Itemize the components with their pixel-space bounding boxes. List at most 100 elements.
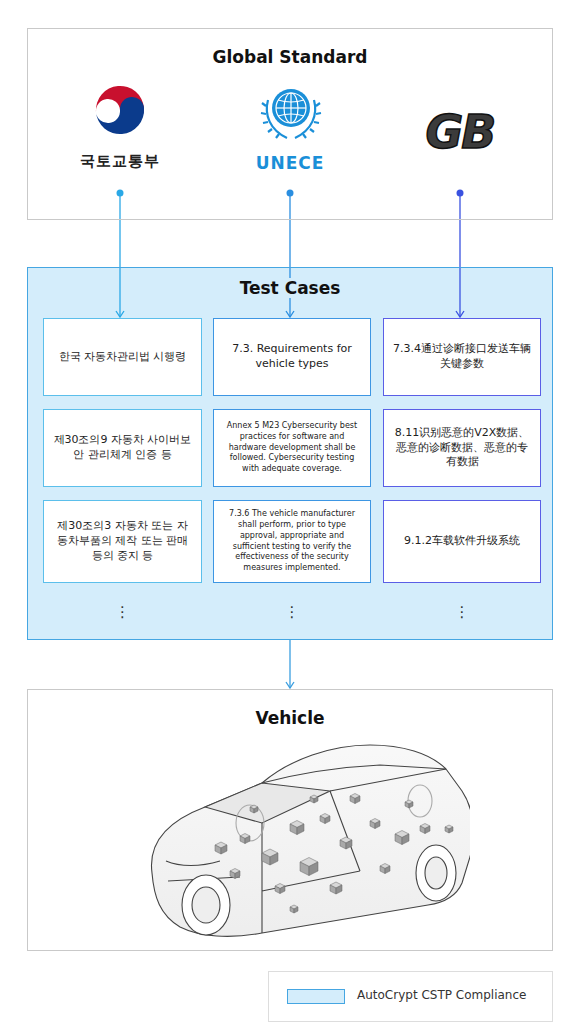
vehicle-panel: Vehicle [27, 689, 553, 951]
module-cube [250, 805, 258, 813]
cube-face [235, 871, 240, 879]
cube-face [310, 797, 314, 803]
module-cube [290, 821, 304, 835]
test-case-box: 제30조의3 자동차 또는 자동차부품의 제작 또는 판매 등의 중지 등 [43, 500, 202, 583]
module-cube [395, 831, 409, 845]
cube-face [280, 886, 285, 894]
arrowhead [456, 311, 464, 317]
cube-face [380, 866, 385, 874]
test-case-box: 7.3.6 The vehicle manufacturer shall per… [213, 500, 371, 583]
module-cube [230, 869, 240, 879]
cube-face [355, 796, 360, 804]
test-case-box: 제30조의9 자동차 사이버보안 관리체계 인증 등 [43, 409, 202, 487]
arrowhead [286, 311, 294, 317]
globe-grid [276, 93, 306, 123]
ecu-modules [215, 794, 453, 914]
module-cube [215, 842, 227, 854]
cube-face [250, 807, 254, 813]
cube-face [395, 834, 402, 845]
unece-emblem [259, 78, 323, 142]
cube-face [245, 836, 250, 844]
cube-face [230, 871, 235, 879]
case-text: 제30조의9 자동차 사이버보안 관리체계 인증 등 [52, 433, 193, 463]
cube-face [336, 885, 342, 894]
module-cube [262, 849, 278, 865]
panel-title: Vehicle [251, 708, 328, 728]
connector [456, 190, 464, 318]
connector-line [289, 193, 290, 317]
module-cube [405, 800, 413, 808]
cube-face [325, 816, 330, 824]
cube-face [262, 853, 270, 865]
legend-box: AutoCrypt CSTP Compliance [268, 971, 553, 1022]
logo-blue [96, 97, 144, 134]
connector [116, 190, 124, 318]
case-text: 제30조의3 자동차 또는 자동차부품의 제작 또는 판매 등의 중지 등 [52, 519, 193, 564]
cube-face [405, 802, 409, 808]
cube-face [340, 840, 346, 849]
cube-face [346, 840, 352, 849]
car-body [151, 745, 470, 936]
cube-face [290, 824, 297, 835]
vehicle-illustration [130, 731, 470, 946]
start-dot [457, 190, 464, 197]
ministry-logo-node: 국토교통부 [70, 80, 170, 193]
case-text: 7.3.6 The vehicle manufacturer shall per… [222, 509, 362, 574]
panel-title: Test Cases [234, 278, 347, 298]
ministry-logo [90, 80, 150, 140]
cube-face [254, 807, 258, 813]
test-case-box: 한국 자동차관리법 시행령 [43, 318, 202, 396]
module-cube [310, 795, 318, 803]
module-cube [275, 884, 285, 894]
module-cube [380, 864, 390, 874]
case-text: 8.11识别恶意的V2X数据、恶意的诊断数据、恶意的专有数据 [392, 426, 532, 471]
wheels [182, 785, 456, 935]
logo-text: GB [426, 105, 495, 159]
cube-face [330, 885, 336, 894]
cube-face [449, 827, 453, 833]
connector-line [289, 640, 290, 688]
test-cases-band: Test Cases 한국 자동차관리법 시행령 7.3. Requirements… [27, 267, 553, 640]
cube-face [314, 797, 318, 803]
gb-logo-node: GB [410, 80, 510, 193]
case-text: 7.3. Requirements for vehicle types [222, 342, 362, 372]
arrowhead [286, 682, 294, 688]
test-case-box: Annex 5 M23 Cybersecurity best practices… [213, 409, 371, 487]
cube-face [290, 907, 294, 913]
case-text: Annex 5 M23 Cybersecurity best practices… [222, 421, 362, 475]
test-case-box: 9.1.2车载软件升级系统 [383, 500, 541, 583]
cube-face [221, 845, 227, 854]
logo-text: UNECE [256, 153, 325, 173]
module-cube [445, 825, 453, 833]
case-text: 9.1.2车载软件升级系统 [404, 534, 520, 549]
cube-face [420, 826, 425, 834]
module-cube [290, 905, 298, 913]
logo-text: 국토교통부 [80, 152, 160, 171]
cube-face [409, 802, 413, 808]
panel-title: Global Standard [209, 47, 372, 67]
cube-face [350, 796, 355, 804]
case-text: 7.3.4通过诊断接口发送车辆关键参数 [392, 342, 532, 372]
continuation-dots: ⋮ [282, 603, 302, 621]
legend-swatch [287, 989, 345, 1004]
connector-line [459, 193, 460, 317]
cube-face [385, 866, 390, 874]
cube-face [294, 907, 298, 913]
unece-logo-node: UNECE [240, 80, 340, 193]
cube-face [300, 862, 309, 876]
module-cube [300, 858, 318, 876]
module-cube [420, 824, 430, 834]
cube-face [375, 821, 380, 829]
globe [272, 89, 310, 127]
case-text: 한국 자동차관리법 시행령 [59, 350, 187, 365]
cube-face [240, 836, 245, 844]
arrowhead [116, 311, 124, 317]
legend-text: AutoCrypt CSTP Compliance [357, 988, 526, 1002]
cube-face [270, 853, 278, 865]
module-cube [340, 837, 352, 849]
module-cube [320, 814, 330, 824]
start-dot [117, 190, 124, 197]
cube-face [445, 827, 449, 833]
connector-line [119, 193, 120, 317]
